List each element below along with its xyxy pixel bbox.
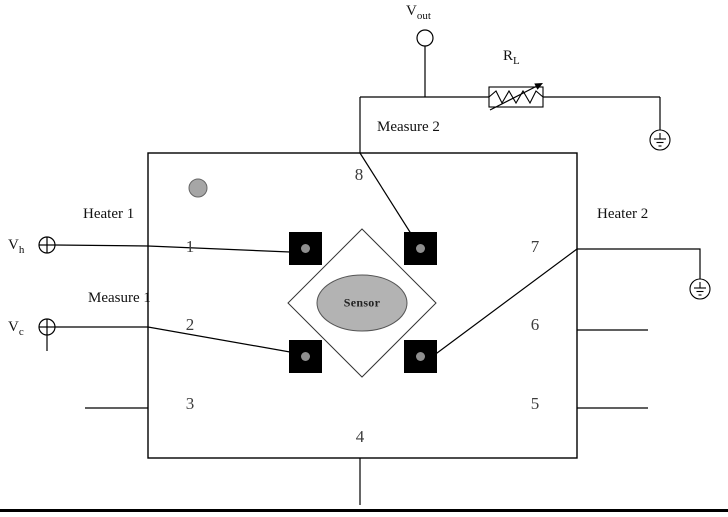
- pad-dot-group: [301, 244, 425, 361]
- sensor-ellipse: [316, 274, 408, 332]
- measure1-label: Measure 1: [88, 290, 151, 306]
- sensor-label: Sensor: [343, 295, 381, 310]
- vc-label-base: V: [8, 319, 19, 335]
- rl-label: RL: [503, 48, 520, 67]
- vout-label: Vout: [406, 3, 431, 22]
- pin-number-3: 3: [185, 394, 195, 413]
- pin-number-1: 1: [185, 237, 195, 256]
- heater2-wire: [432, 248, 701, 357]
- vout-label-sub: out: [416, 10, 431, 22]
- vout-terminal-icon: [416, 29, 434, 47]
- ground-icon-right: [689, 278, 711, 300]
- page-bottom-rule: [0, 509, 728, 512]
- pin8-bond-wire: [359, 152, 416, 241]
- pin-number-8: 8: [354, 165, 364, 184]
- bond-pad-group: [289, 232, 437, 373]
- vc-source-icon: [38, 318, 56, 336]
- vc-label: Vc: [8, 319, 24, 338]
- vh-source-icon: [38, 236, 56, 254]
- wire-group: [46, 46, 701, 505]
- vh-label: Vh: [8, 237, 24, 256]
- pin-number-5: 5: [530, 394, 540, 413]
- pin-number-2: 2: [185, 315, 195, 334]
- heater1-label: Heater 1: [83, 206, 135, 222]
- heater1-wire: [54, 244, 291, 253]
- pin-number-6: 6: [530, 315, 540, 334]
- measure1-wire: [55, 326, 291, 353]
- pin-number-4: 4: [355, 427, 365, 446]
- pin-number-7: 7: [530, 237, 540, 256]
- vout-label-base: V: [406, 3, 417, 19]
- load-resistor-icon: [488, 83, 544, 111]
- measure2-label: Measure 2: [377, 119, 440, 135]
- vh-label-sub: h: [18, 244, 25, 256]
- die-outline: [287, 228, 437, 378]
- orientation-dot: [188, 178, 208, 198]
- heater2-label: Heater 2: [597, 206, 649, 222]
- vc-label-sub: c: [18, 326, 24, 338]
- ground-icon-top: [649, 129, 671, 151]
- rl-label-sub: L: [513, 55, 520, 67]
- rl-label-base: R: [503, 48, 514, 64]
- vh-label-base: V: [8, 237, 19, 253]
